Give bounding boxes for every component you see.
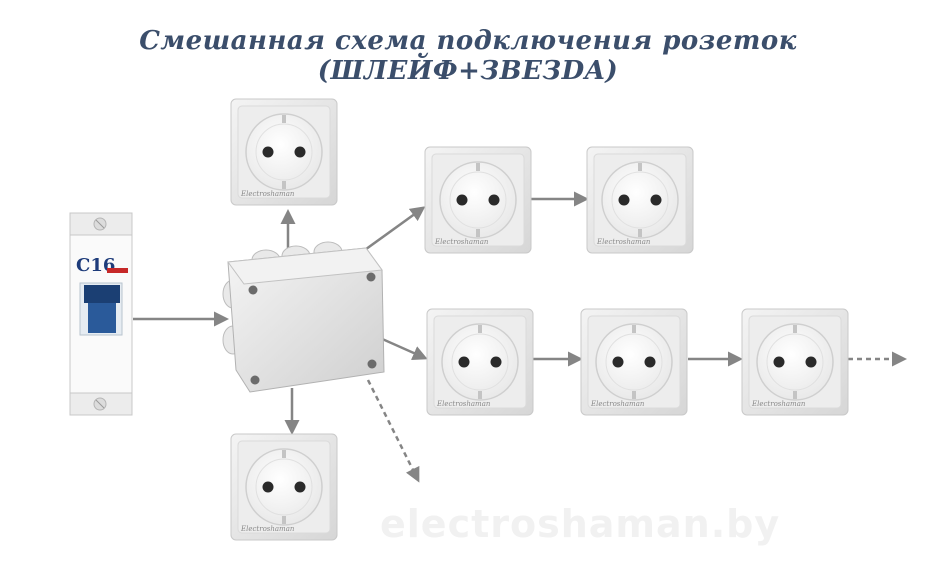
svg-text:Electroshaman: Electroshaman bbox=[590, 400, 645, 408]
svg-text:Electroshaman: Electroshaman bbox=[434, 238, 489, 246]
arrow-box-to-dashed bbox=[366, 379, 420, 483]
arrow-box-to-row1 bbox=[361, 206, 426, 254]
socket-top: Electroshaman bbox=[230, 98, 338, 206]
screw-icon bbox=[366, 272, 376, 282]
breaker-rating-label: C16 bbox=[76, 255, 115, 276]
screw-icon bbox=[248, 285, 258, 295]
svg-text:Electroshaman: Electroshaman bbox=[240, 190, 295, 198]
connection-arrows bbox=[133, 191, 907, 483]
breaker-red-indicator bbox=[107, 268, 128, 273]
socket-bottom: Electroshaman bbox=[230, 433, 338, 541]
watermark: electroshaman.by bbox=[380, 502, 781, 546]
svg-text:Electroshaman: Electroshaman bbox=[596, 238, 651, 246]
svg-text:Electroshaman: Electroshaman bbox=[436, 400, 491, 408]
circuit-breaker: C16 bbox=[69, 212, 133, 416]
socket-row1-2: Electroshaman bbox=[586, 146, 694, 254]
socket-row2-3: Electroshaman bbox=[741, 308, 849, 416]
svg-text:Electroshaman: Electroshaman bbox=[240, 525, 295, 533]
socket-row2-1: Electroshaman bbox=[426, 308, 534, 416]
socket-row1-1: Electroshaman bbox=[424, 146, 532, 254]
svg-text:Electroshaman: Electroshaman bbox=[751, 400, 806, 408]
breaker-toggle bbox=[84, 285, 120, 303]
arrow-box-to-row2 bbox=[379, 336, 428, 360]
screw-icon bbox=[250, 375, 260, 385]
socket-row2-2: Electroshaman bbox=[580, 308, 688, 416]
junction-box bbox=[222, 241, 385, 393]
screw-icon bbox=[367, 359, 377, 369]
diagram-title: Смешанная схема подключения розеток (ШЛЕ… bbox=[139, 26, 797, 86]
